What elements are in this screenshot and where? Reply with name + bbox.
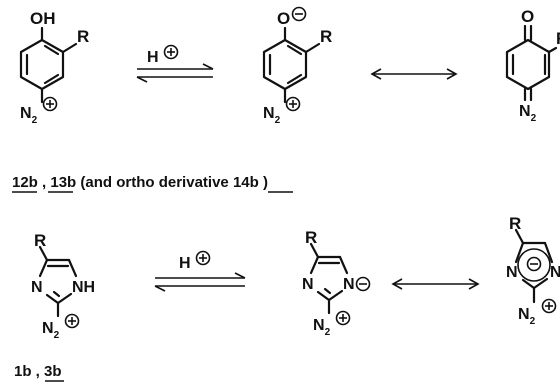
positive-charge-icon bbox=[335, 310, 351, 326]
resonance-arrow bbox=[391, 278, 480, 290]
nh-label: NH bbox=[72, 279, 95, 296]
resonance-arrow bbox=[370, 68, 458, 80]
phenol-diazonium-structure: OH R N2 bbox=[19, 9, 89, 126]
r-group-label: R bbox=[34, 231, 46, 250]
diazonium-label: N2 bbox=[42, 320, 60, 341]
positive-charge-icon bbox=[163, 44, 179, 60]
positive-charge-icon bbox=[195, 250, 211, 266]
top-row-caption: 12b , 13b (and ortho derivative 14b ) bbox=[12, 174, 268, 191]
r-group-label: R bbox=[556, 29, 560, 48]
proton-label: H bbox=[147, 49, 159, 66]
proton-label: H bbox=[179, 255, 191, 272]
oxygen-label: O bbox=[521, 7, 534, 26]
nitrogen-anion-label: N bbox=[343, 276, 355, 293]
nitrogen-label: N bbox=[302, 276, 314, 293]
delocalized-imidazolide-structure: R N N N2 bbox=[506, 214, 560, 327]
positive-charge-icon bbox=[64, 313, 80, 329]
imidazolide-anion-structure: R N N N2 bbox=[302, 228, 371, 338]
r-group-label: R bbox=[509, 214, 521, 233]
nitrogen-label: N bbox=[506, 264, 518, 281]
diazonium-label: N2 bbox=[263, 105, 281, 126]
diazonium-label: N2 bbox=[518, 306, 536, 327]
equilibrium-arrows: H bbox=[136, 44, 214, 83]
negative-charge-icon bbox=[291, 6, 307, 22]
positive-charge-icon bbox=[541, 298, 557, 314]
hydroxyl-label: OH bbox=[30, 9, 56, 28]
r-group-label: R bbox=[77, 27, 89, 46]
r-group-label: R bbox=[305, 228, 317, 247]
bottom-row-caption: 1b , 3b bbox=[14, 363, 62, 380]
negative-charge-icon bbox=[355, 276, 371, 292]
equilibrium-arrows: H bbox=[154, 250, 246, 292]
phenoxide-structure: O R N2 bbox=[262, 6, 332, 126]
diazonium-label: N2 bbox=[313, 317, 331, 338]
diazonium-label: N2 bbox=[20, 105, 38, 126]
positive-charge-icon bbox=[285, 96, 301, 112]
nitrogen-label: N bbox=[31, 279, 43, 296]
oxygen-label: O bbox=[277, 9, 290, 28]
nitrogen-label: N bbox=[550, 264, 560, 281]
negative-charge-icon bbox=[526, 256, 542, 272]
quinone-diazide-structure: O R N2 bbox=[505, 7, 560, 124]
positive-charge-icon bbox=[42, 96, 58, 112]
diazo-label: N2 bbox=[519, 103, 537, 124]
delocalized-ring-circle bbox=[517, 248, 551, 282]
imidazole-diazonium-structure: R N NH N2 bbox=[31, 231, 95, 341]
r-group-label: R bbox=[320, 27, 332, 46]
